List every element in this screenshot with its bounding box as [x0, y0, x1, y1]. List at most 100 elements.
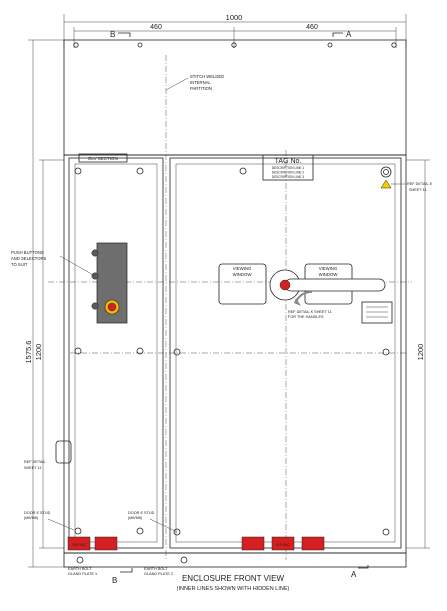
section-marker-b-top: B — [110, 30, 115, 39]
door-stud-right-line2: (M6/M8) — [128, 516, 143, 520]
dim-overall-height: 1575.6 — [24, 341, 33, 364]
section-marker-a-top: A — [346, 30, 352, 39]
warning-icon — [380, 179, 392, 189]
earth-bolt-right-line1: EARTH BOLT — [144, 567, 168, 571]
section-arrow-a-top — [332, 32, 343, 37]
section-marker-a-bottom: A — [351, 570, 357, 579]
top-dimensions: 1000 460 460 — [63, 13, 407, 48]
earth-bolt-left-line2: GLAND PLATE 1 — [68, 572, 97, 576]
earth-bolt-notes: EARTH BOLT GLAND PLATE 1 EARTH BOLT GLAN… — [68, 567, 173, 576]
elv-label-plate — [78, 153, 128, 163]
title-main: ENCLOSURE FRONT VIEW — [182, 574, 285, 583]
window-left-line1: VIEWING — [233, 266, 252, 271]
partition-leader — [165, 77, 189, 91]
partition-note-line2: INTERNAL — [190, 80, 211, 85]
door-bolt — [382, 348, 390, 356]
section-arrow-a-bottom — [358, 565, 369, 569]
door-stud-right-leader — [149, 518, 178, 533]
viewing-window-left — [218, 263, 267, 305]
earth-bolt — [180, 556, 188, 564]
label-plate — [241, 536, 265, 551]
left-dimensions: 1575.6 1200 — [24, 39, 64, 568]
dim-right-height: 1200 — [416, 344, 425, 361]
rotate-arrowhead-icon — [294, 298, 301, 306]
door-stud-notes: DOOR E STUD (M6/M8) DOOR E STUD (M6/M8) — [24, 511, 178, 533]
tag-line3: DESCRIPTION LINE 3 — [272, 175, 305, 179]
ref-detail-e-line1: REF DETAIL E — [407, 182, 433, 186]
tag-title: TAG No. — [275, 158, 302, 165]
label-plate — [271, 536, 295, 551]
right-dimensions: 1200 — [406, 159, 430, 549]
ref-detail-k-line1: REF DETAIL K SHEET 11 — [288, 310, 332, 314]
dim-left-half: 460 — [150, 24, 162, 31]
door-bolt — [239, 167, 247, 175]
rotate-arrow-icon — [295, 290, 313, 303]
label-left1: 240 VAC — [72, 543, 87, 547]
push-buttons-note-line2: AND SELECTORS — [11, 256, 47, 261]
top-bolt — [327, 42, 333, 48]
window-right-line1: VIEWING — [319, 266, 338, 271]
section-marker-b-bottom: B — [112, 576, 117, 585]
door-lock[interactable] — [380, 166, 392, 178]
push-buttons-note-line3: TO SUIT — [11, 262, 28, 267]
bottom-labels: 240 VAC 415 VAC — [67, 536, 325, 564]
partition-note: STITCH WELDED INTERNAL PARTITION — [165, 74, 224, 91]
ref-detail-left-line2: SHEET 11 — [24, 466, 42, 470]
right-door-inner — [175, 163, 396, 543]
dim-right-half: 460 — [306, 24, 318, 31]
top-bolt — [137, 42, 143, 48]
dim-overall-width: 1000 — [226, 13, 243, 22]
earth-bolt-right-line2: GLAND PLATE 2 — [144, 572, 173, 576]
ref-detail-left-line1: REF DETAIL — [24, 460, 46, 464]
door-bolt — [74, 347, 82, 355]
door-stud-right-line1: DOOR E STUD — [128, 511, 155, 515]
label-plate — [301, 536, 325, 551]
section-markers: B A B A — [110, 30, 369, 585]
door-lock-core — [383, 169, 389, 175]
top-bolt — [73, 42, 79, 48]
ref-detail-k-line2: FOR THE HANDLES — [288, 315, 324, 319]
drawing-title: ENCLOSURE FRONT VIEW (INNER LINES SHOWN … — [177, 574, 290, 592]
top-bolt — [391, 42, 397, 48]
ref-detail-e-line2: SHEET 11 — [409, 188, 427, 192]
indicator-light — [91, 302, 99, 310]
dim-left-height: 1200 — [34, 344, 43, 361]
door-stud-left-line1: DOOR E STUD — [24, 511, 51, 515]
handle-center-icon — [279, 279, 291, 291]
hinge-detail-box — [55, 440, 72, 464]
door-bolt — [382, 528, 390, 536]
label-plate — [67, 536, 91, 551]
top-bolt — [231, 42, 237, 48]
label-right2: 415 VAC — [276, 543, 291, 547]
push-buttons-note-line1: PUSH BUTTONS — [11, 250, 44, 255]
tag-plate — [262, 154, 314, 181]
door-stud-left-line2: (M6/M8) — [24, 516, 39, 520]
door-handle[interactable] — [284, 278, 386, 292]
earth-bolt — [76, 556, 84, 564]
earth-bolt-left-line1: EARTH BOLT — [68, 567, 92, 571]
push-buttons-leader — [59, 255, 96, 277]
left-door: ELV SECTION PUSH BUTTONS AND SELECTORS T… — [11, 153, 164, 549]
tag-line2: DESCRIPTION LINE 2 — [272, 171, 305, 175]
enclosure-plinth — [63, 552, 407, 568]
label-plate — [94, 536, 118, 551]
section-arrow-b-top — [118, 32, 131, 37]
door-bolt — [136, 527, 144, 535]
door-bolt — [74, 167, 82, 175]
partition-note-line1: STITCH WELDED — [190, 74, 224, 79]
warning-label-panel — [361, 301, 393, 324]
window-left-line2: WINDOW — [233, 272, 253, 277]
door-stud-left-leader — [47, 518, 75, 531]
door-bolt — [136, 167, 144, 175]
tag-line1: DESCRIPTION LINE 1 — [272, 166, 305, 170]
partition-note-line3: PARTITION — [190, 86, 212, 91]
section-arrow-b-bottom — [120, 568, 133, 573]
door-bolt — [173, 348, 181, 356]
indicator-light — [91, 249, 99, 257]
door-bolt — [136, 347, 144, 355]
enclosure-main-body — [63, 154, 407, 554]
hinge-detail: REF DETAIL SHEET 11 — [24, 440, 72, 470]
window-right-line2: WINDOW — [319, 272, 339, 277]
right-door: TAG No. DESCRIPTION LINE 1 DESCRIPTION L… — [169, 154, 433, 549]
